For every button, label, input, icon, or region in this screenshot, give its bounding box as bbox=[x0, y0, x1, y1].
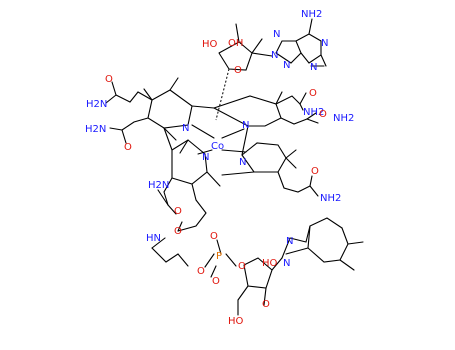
h2n-label: H2N bbox=[85, 124, 106, 135]
o-label: O bbox=[311, 166, 319, 177]
n-adenine-label: N bbox=[273, 29, 280, 40]
oh-label: OH bbox=[228, 38, 243, 49]
n-ring-label: N bbox=[182, 123, 189, 134]
ho-label: HO bbox=[228, 316, 244, 327]
h2n-label: H2N bbox=[148, 180, 169, 191]
n-adenine-label: N bbox=[271, 50, 278, 61]
o-label: O bbox=[262, 299, 270, 310]
n-benz-label: N bbox=[286, 236, 293, 247]
amide-side-chains: O H2N O H2N O NH2 O NH2 O NH2 H2N O bbox=[85, 74, 354, 217]
o-label: O bbox=[319, 109, 327, 120]
p-label: P bbox=[216, 251, 222, 262]
o-label: O bbox=[105, 74, 113, 85]
nh2-label: NH2 bbox=[303, 107, 324, 118]
o-label: O bbox=[309, 88, 317, 99]
ho-label: HO bbox=[262, 258, 278, 269]
corrin-ring: N N Co N N bbox=[143, 77, 297, 201]
n-adenine-label: N bbox=[321, 38, 328, 49]
nucleotide-loop: HN O O P O O O N HO N O HO bbox=[146, 199, 364, 327]
o-label: O bbox=[197, 266, 205, 277]
nh2-label: NH2 bbox=[333, 113, 354, 124]
nh2-label: NH2 bbox=[320, 193, 341, 204]
n-adenine-label: N bbox=[283, 60, 290, 71]
n-ring-label: N bbox=[202, 152, 209, 163]
o-label: O bbox=[124, 142, 132, 153]
o-label: O bbox=[174, 226, 182, 237]
o-label: O bbox=[210, 231, 218, 242]
o-label: O bbox=[174, 206, 182, 217]
ho-label: HO bbox=[202, 39, 218, 50]
n-ring-label: N bbox=[239, 157, 246, 168]
hn-label: HN bbox=[146, 233, 161, 244]
n-benz-label: N bbox=[283, 258, 290, 269]
h2n-label: H2N bbox=[86, 99, 107, 110]
o-ribose-label: O bbox=[234, 65, 242, 76]
n-ring-label: N bbox=[242, 120, 249, 131]
n-adenine-label: N bbox=[310, 62, 317, 73]
cobalt-label: Co bbox=[211, 141, 224, 152]
o-label: O bbox=[212, 276, 220, 287]
o-label: O bbox=[238, 261, 246, 272]
adenosine-group: NH2 HO OH N N N N N O bbox=[202, 9, 328, 121]
nh2-label: NH2 bbox=[301, 9, 322, 20]
